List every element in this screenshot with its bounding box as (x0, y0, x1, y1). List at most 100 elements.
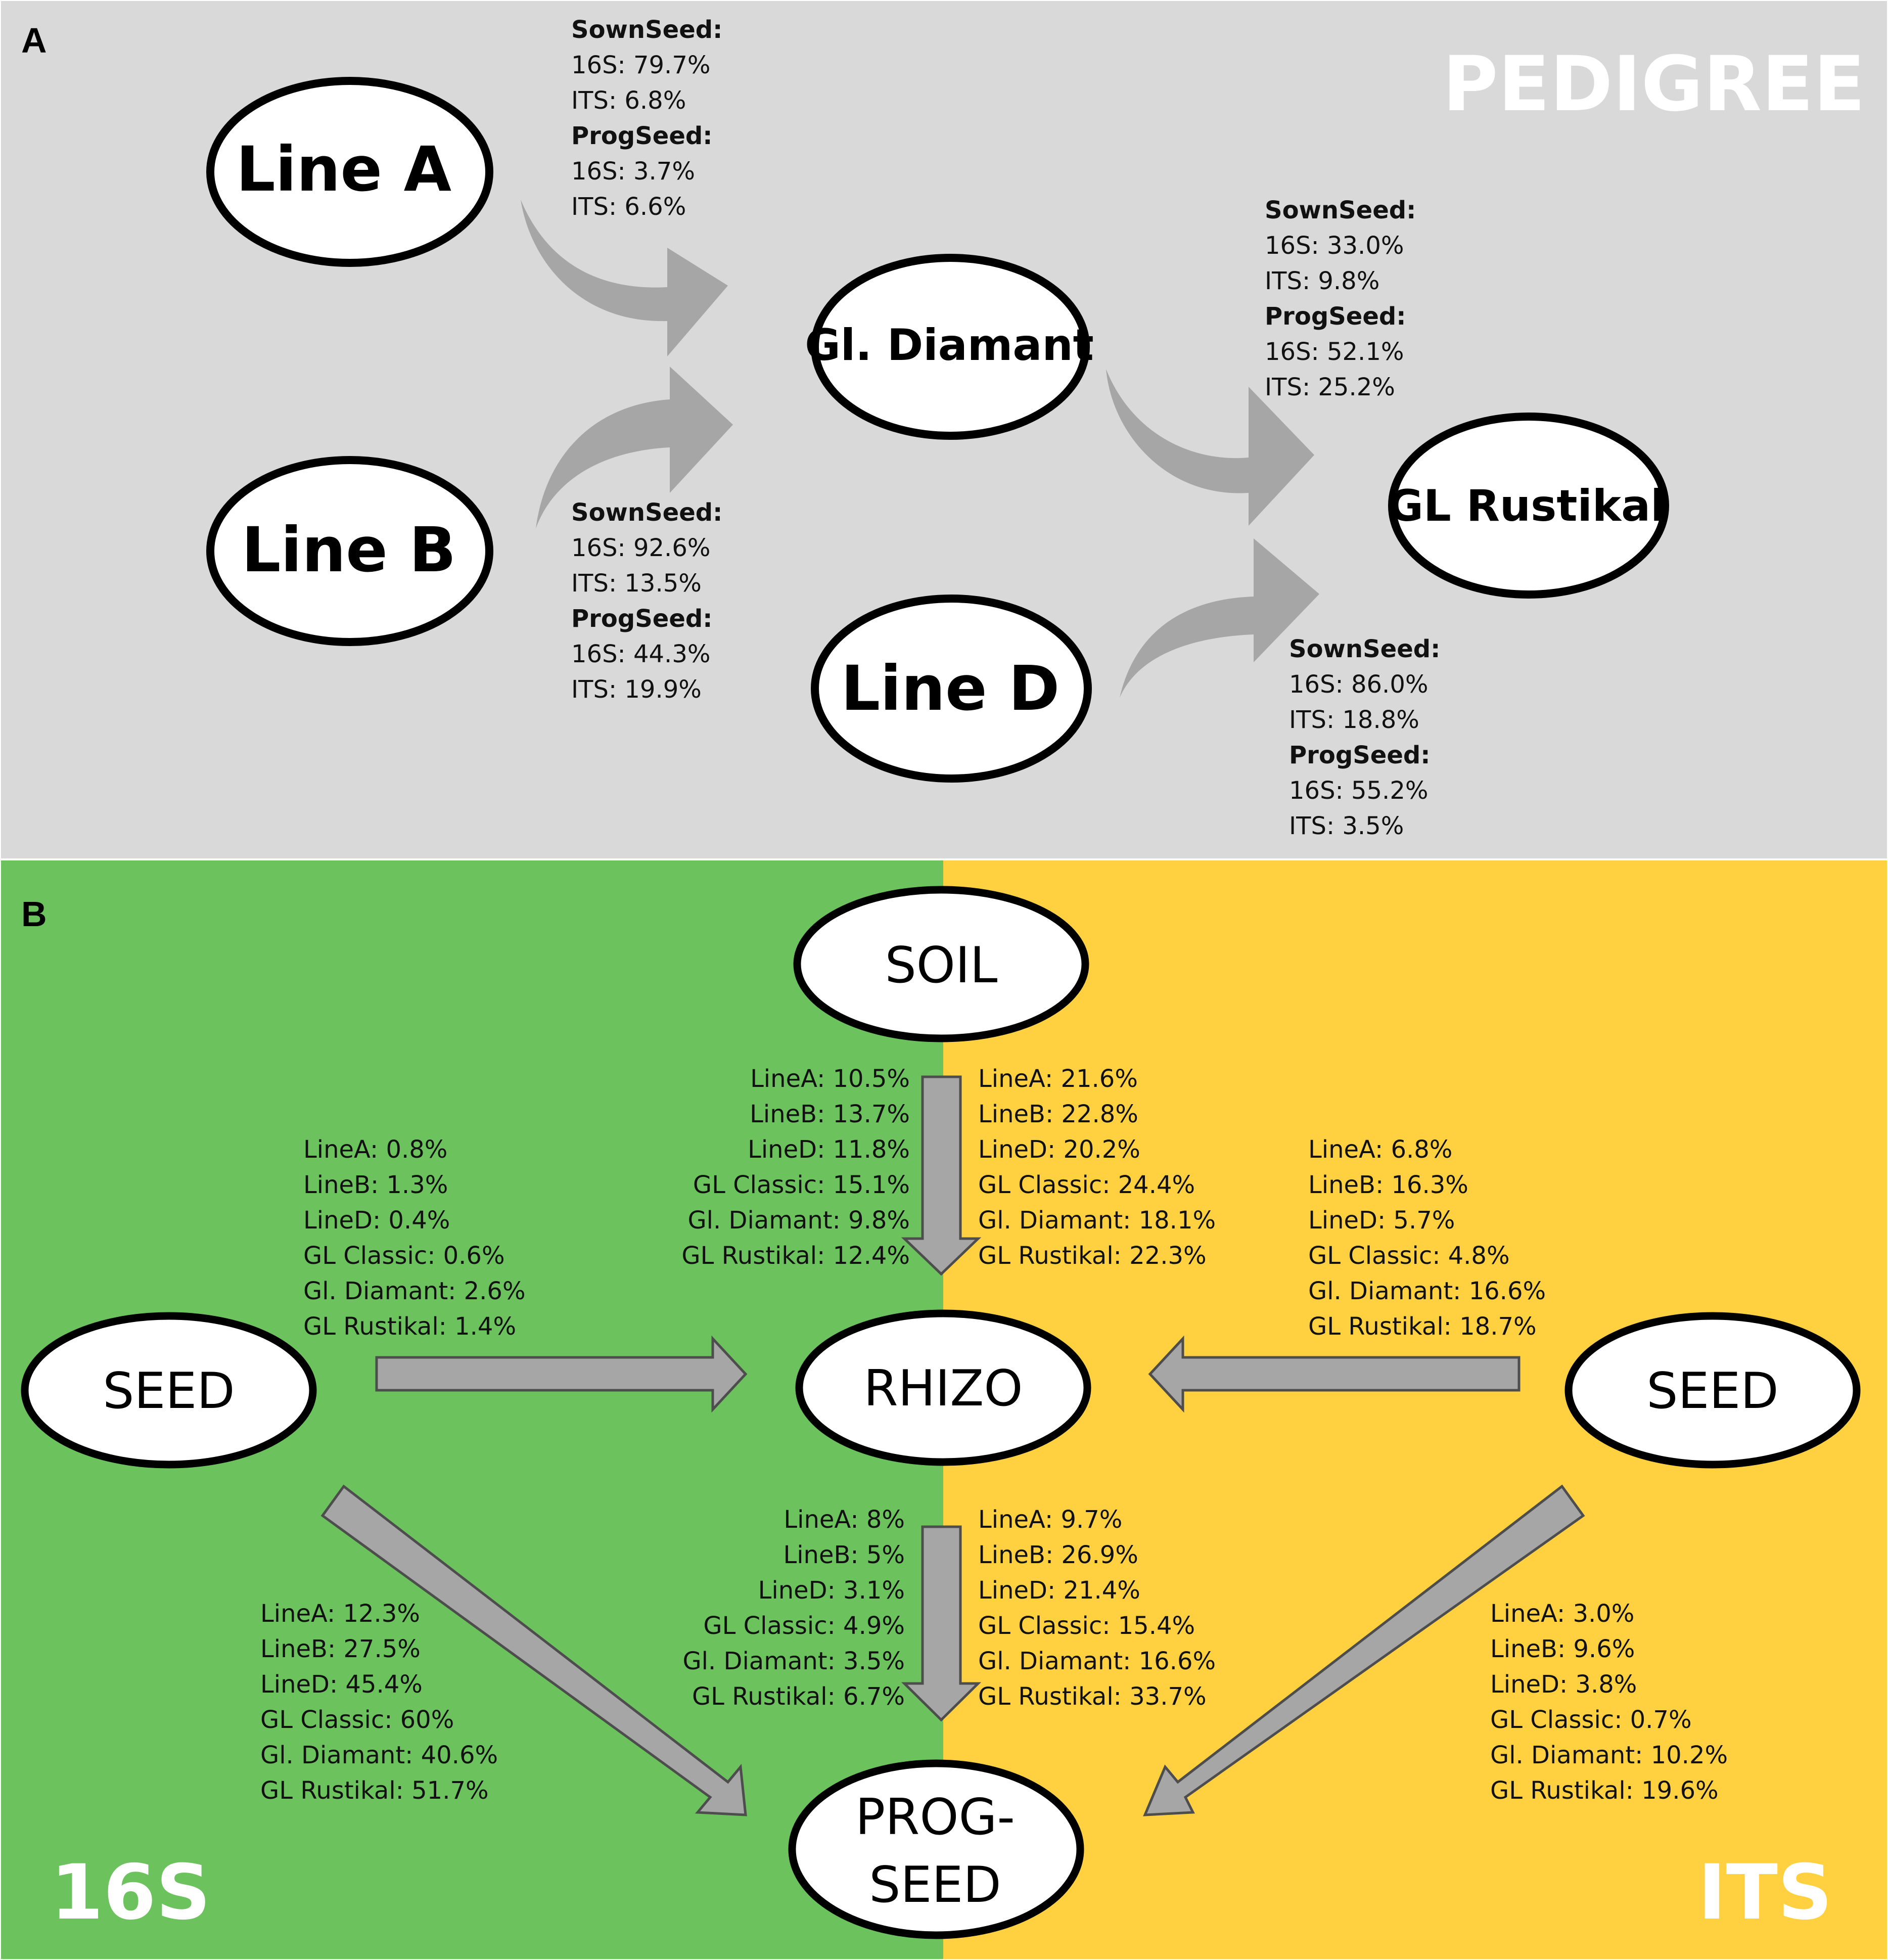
stats-line-a: SownSeed: 16S: 79.7% ITS: 6.8% ProgSeed:… (571, 16, 722, 221)
svg-text:PROG-: PROG- (855, 1789, 1015, 1846)
percentage-label: LineD: 20.2% (978, 1135, 1140, 1164)
arrow-seed-right-to-progseed (1143, 1484, 1585, 1816)
percentage-label: Gl. Diamant: 18.1% (978, 1206, 1216, 1235)
node-gl-diamant: Gl. Diamant (805, 254, 1094, 440)
percentage-label: GL Rustikal: 6.7% (692, 1682, 905, 1711)
percentage-label: GL Classic: 15.4% (978, 1612, 1195, 1640)
percentage-label: GL Classic: 15.1% (693, 1171, 910, 1199)
labels-seed-to-rhizo-16s: LineA: 0.8%LineB: 1.3%LineD: 0.4%GL Clas… (303, 1135, 526, 1341)
percentage-label: LineB: 5% (783, 1541, 905, 1569)
svg-text:ITS: 13.5%: ITS: 13.5% (571, 569, 702, 598)
svg-text:ITS: 19.9%: ITS: 19.9% (571, 675, 702, 704)
corner-16s: 16S (51, 1849, 211, 1937)
svg-text:ITS: 6.6%: ITS: 6.6% (571, 193, 686, 221)
svg-text:Line A: Line A (236, 133, 451, 205)
svg-text:SOIL: SOIL (885, 937, 998, 994)
arrow-gl-diamant-to-gl-rustikal (1106, 369, 1314, 526)
svg-text:ITS: 25.2%: ITS: 25.2% (1265, 373, 1395, 401)
percentage-label: LineD: 45.4% (260, 1670, 423, 1699)
percentage-label: LineD: 5.7% (1308, 1206, 1455, 1235)
percentage-label: GL Rustikal: 33.7% (978, 1682, 1207, 1711)
percentage-label: Gl. Diamant: 10.2% (1490, 1741, 1728, 1769)
svg-text:SownSeed:: SownSeed: (571, 498, 722, 527)
svg-text:16S: 92.6%: 16S: 92.6% (571, 534, 710, 562)
svg-text:ITS: 18.8%: ITS: 18.8% (1289, 706, 1419, 734)
arrow-line-b-to-gl-diamant (536, 367, 733, 528)
svg-text:Line B: Line B (242, 514, 456, 586)
percentage-label: GL Classic: 4.8% (1308, 1242, 1510, 1270)
labels-seed-to-rhizo-its: LineA: 6.8% LineB: 16.3% LineD: 5.7% GL Cla… (1308, 1135, 1546, 1341)
percentage-label: LineA: 0.8% (303, 1135, 447, 1164)
arrow-seed-right-to-rhizo (1148, 1335, 1521, 1413)
svg-text:ITS: 9.8%: ITS: 9.8% (1265, 267, 1379, 295)
stats-line-b: SownSeed: 16S: 92.6% ITS: 13.5% ProgSeed… (571, 498, 722, 704)
node-seed-16s: SEED (21, 1312, 317, 1469)
node-seed-its: SEED (1564, 1312, 1861, 1469)
svg-text:16S: 86.0%: 16S: 86.0% (1289, 670, 1428, 699)
percentage-label: Gl. Diamant: 2.6% (303, 1277, 526, 1305)
arrow-seed-left-to-progseed (320, 1484, 747, 1816)
percentage-label: LineD: 21.4% (978, 1576, 1140, 1605)
svg-text:ITS: 3.5%: ITS: 3.5% (1289, 812, 1404, 840)
labels-rhizo-to-prog-16s: LineA: 8%LineB: 5%LineD: 3.1%GL Classic:… (682, 1506, 905, 1711)
node-line-a: Line A (206, 77, 493, 267)
svg-text:Gl. Diamant: Gl. Diamant (805, 320, 1094, 371)
percentage-label: GL Classic: 4.9% (703, 1612, 905, 1640)
arrow-line-d-to-gl-rustikal (1120, 538, 1319, 698)
svg-text:SEED: SEED (103, 1362, 235, 1420)
svg-text:16S: 52.1%: 16S: 52.1% (1265, 338, 1404, 366)
percentage-label: GL Rustikal: 22.3% (978, 1242, 1207, 1270)
svg-text:SownSeed:: SownSeed: (1289, 635, 1440, 663)
labels-soil-to-rhizo-its: LineA: 21.6%LineB: 22.8%LineD: 20.2%GL C… (978, 1065, 1216, 1270)
arrow-seed-left-to-rhizo (375, 1335, 748, 1413)
percentage-label: LineD: 3.8% (1490, 1670, 1637, 1699)
node-rhizo: RHIZO (795, 1309, 1091, 1466)
svg-text:SEED: SEED (869, 1856, 1001, 1914)
stats-line-d: SownSeed: 16S: 86.0% ITS: 18.8% ProgSeed… (1289, 635, 1440, 840)
stats-gl-diamant: SownSeed: 16S: 33.0% ITS: 9.8% ProgSeed:… (1265, 196, 1416, 401)
percentage-label: Gl. Diamant: 40.6% (260, 1741, 498, 1769)
labels-rhizo-to-prog-its: LineA: 9.7%LineB: 26.9%LineD: 21.4%GL Cl… (978, 1506, 1216, 1711)
node-line-d: Line D (811, 595, 1092, 783)
svg-text:ProgSeed:: ProgSeed: (1289, 741, 1430, 769)
svg-text:16S: 3.7%: 16S: 3.7% (571, 157, 695, 186)
svg-text:ProgSeed:: ProgSeed: (1265, 302, 1406, 331)
percentage-label: GL Rustikal: 12.4% (681, 1242, 910, 1270)
panel-b-arrows (320, 1075, 1585, 1816)
percentage-label: GL Classic: 60% (260, 1706, 454, 1734)
svg-text:16S: 33.0%: 16S: 33.0% (1265, 232, 1404, 260)
percentage-label: LineA: 6.8% (1308, 1135, 1452, 1164)
node-soil: SOIL (793, 886, 1089, 1042)
svg-text:ProgSeed:: ProgSeed: (571, 605, 712, 633)
node-progseed: PROG- SEED (788, 1759, 1084, 1939)
percentage-label: LineA: 10.5% (750, 1065, 910, 1093)
percentage-label: Gl. Diamant: 16.6% (1308, 1277, 1546, 1305)
pedigree-title: PEDIGREE (1443, 40, 1865, 128)
pedigree-arrows (521, 200, 1319, 698)
percentage-label: LineD: 0.4% (303, 1206, 450, 1235)
labels-seed-to-prog-16s: LineA: 12.3%LineB: 27.5%LineD: 45.4%GL C… (260, 1600, 498, 1805)
svg-text:Line D: Line D (841, 653, 1060, 724)
percentage-label: LineB: 9.6% (1490, 1635, 1635, 1663)
node-gl-rustikal: GL Rustikal (1388, 413, 1669, 599)
percentage-label: LineA: 12.3% (260, 1600, 420, 1628)
svg-text:SownSeed:: SownSeed: (1265, 196, 1416, 224)
percentage-label: LineB: 13.7% (750, 1100, 910, 1128)
corner-its: ITS (1698, 1849, 1832, 1937)
svg-text:RHIZO: RHIZO (864, 1360, 1023, 1418)
percentage-label: GL Classic: 0.7% (1490, 1706, 1692, 1734)
svg-text:16S: 79.7%: 16S: 79.7% (571, 51, 710, 79)
arrow-line-a-to-gl-diamant (521, 200, 728, 356)
percentage-label: GL Rustikal: 51.7% (260, 1776, 489, 1805)
percentage-label: LineA: 21.6% (978, 1065, 1138, 1093)
svg-text:ProgSeed:: ProgSeed: (571, 122, 712, 150)
percentage-label: LineB: 16.3% (1308, 1171, 1468, 1199)
labels-soil-to-rhizo-16s: LineA: 10.5%LineB: 13.7%LineD: 11.8%GL C… (681, 1065, 910, 1270)
arrow-rhizo-to-progseed (901, 1525, 982, 1722)
percentage-label: Gl. Diamant: 9.8% (687, 1206, 910, 1235)
percentage-label: GL Rustikal: 18.7% (1308, 1312, 1537, 1341)
svg-text:ITS: 6.8%: ITS: 6.8% (571, 86, 686, 115)
panel-a-label: A (21, 21, 47, 60)
